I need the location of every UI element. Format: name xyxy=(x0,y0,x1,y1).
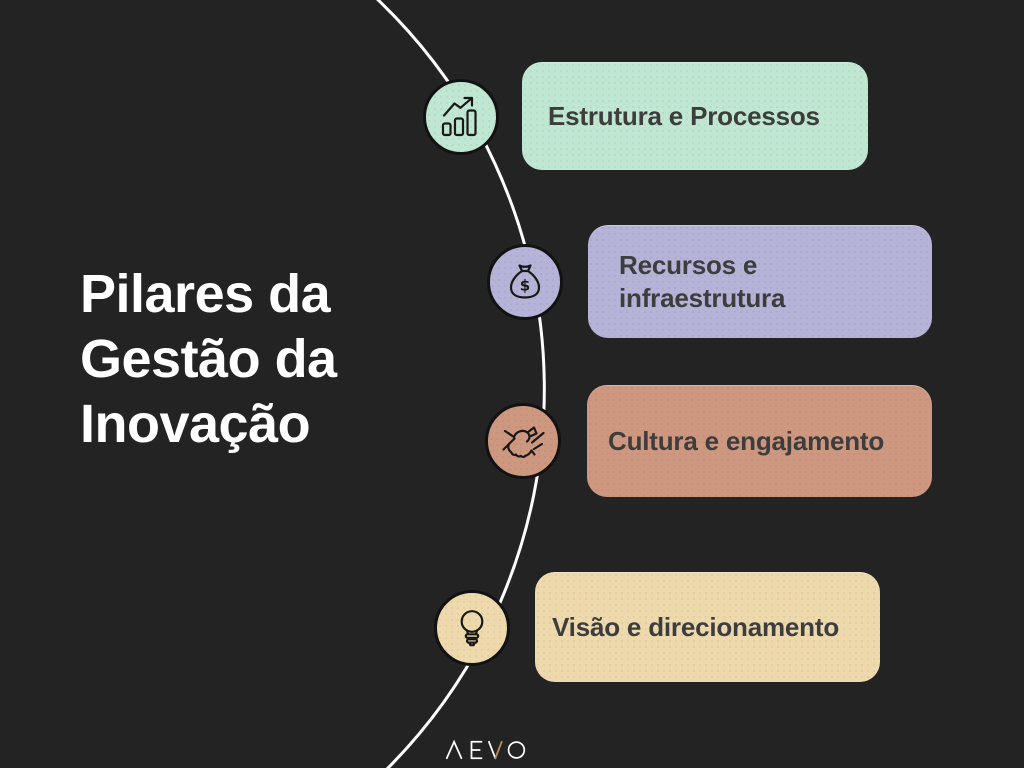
lightbulb-icon xyxy=(460,610,484,647)
growth-chart-icon xyxy=(441,96,477,137)
pillar-label: Estrutura e Processos xyxy=(548,100,820,131)
pillar-card-visao: Visão e direcionamento xyxy=(535,572,880,682)
pillar-card-recursos: Recursos e infraestrutura xyxy=(588,225,932,338)
pillar-node-visao xyxy=(434,590,510,666)
handshake-icon xyxy=(502,426,545,459)
pillar-label: Visão e direcionamento xyxy=(552,611,839,642)
pillar-label: Recursos e infraestrutura xyxy=(619,249,786,313)
aevo-logo: AEVO xyxy=(444,738,532,767)
pillar-card-cultura: Cultura e engajamento xyxy=(587,385,932,497)
aevo-wordmark-icon xyxy=(445,739,526,760)
pillar-node-estrutura xyxy=(423,79,499,155)
money-bag-icon: $ xyxy=(509,264,541,299)
pillar-label: Cultura e engajamento xyxy=(608,425,885,456)
pillar-node-cultura xyxy=(485,403,561,479)
pillar-node-recursos: $ xyxy=(487,244,563,320)
dollar-symbol: $ xyxy=(520,277,530,295)
pillar-card-estrutura: Estrutura e Processos xyxy=(522,62,868,170)
page-title: Pilares da Gestão da Inovação xyxy=(80,264,337,454)
